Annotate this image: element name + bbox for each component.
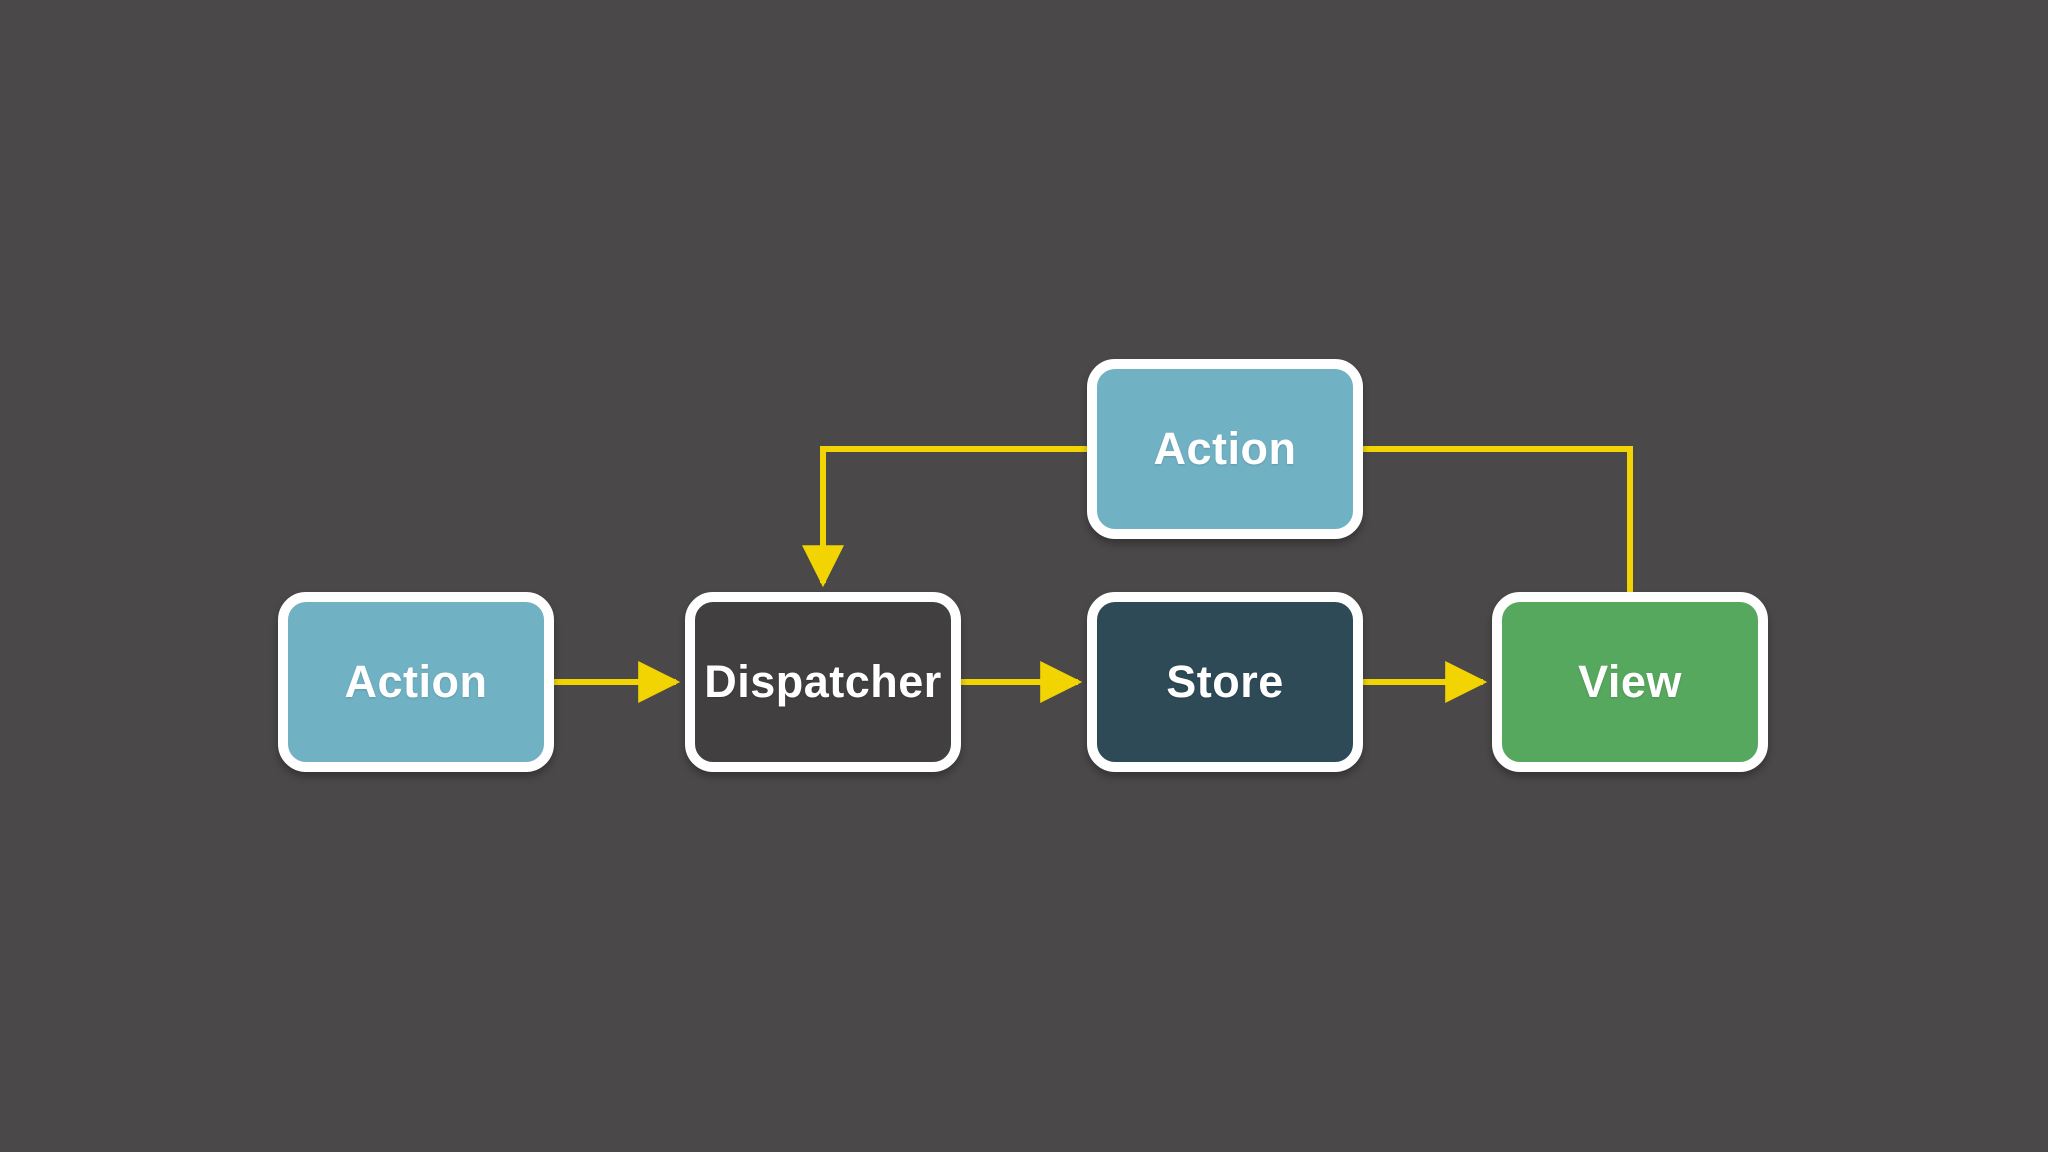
node-dispatcher: Dispatcher [685,592,961,772]
node-action-top-label: Action [1153,423,1297,474]
node-dispatcher-label: Dispatcher [704,656,942,707]
edge-view-to-action-top [1363,446,1633,592]
edge-action-top-to-dispatcher [802,446,1087,588]
node-view: View [1492,592,1768,772]
node-action-left-label: Action [344,656,488,707]
node-store-label: Store [1166,656,1284,707]
node-action-top: Action [1087,359,1363,539]
node-action-left: Action [278,592,554,772]
node-store: Store [1087,592,1363,772]
node-view-label: View [1578,656,1682,707]
